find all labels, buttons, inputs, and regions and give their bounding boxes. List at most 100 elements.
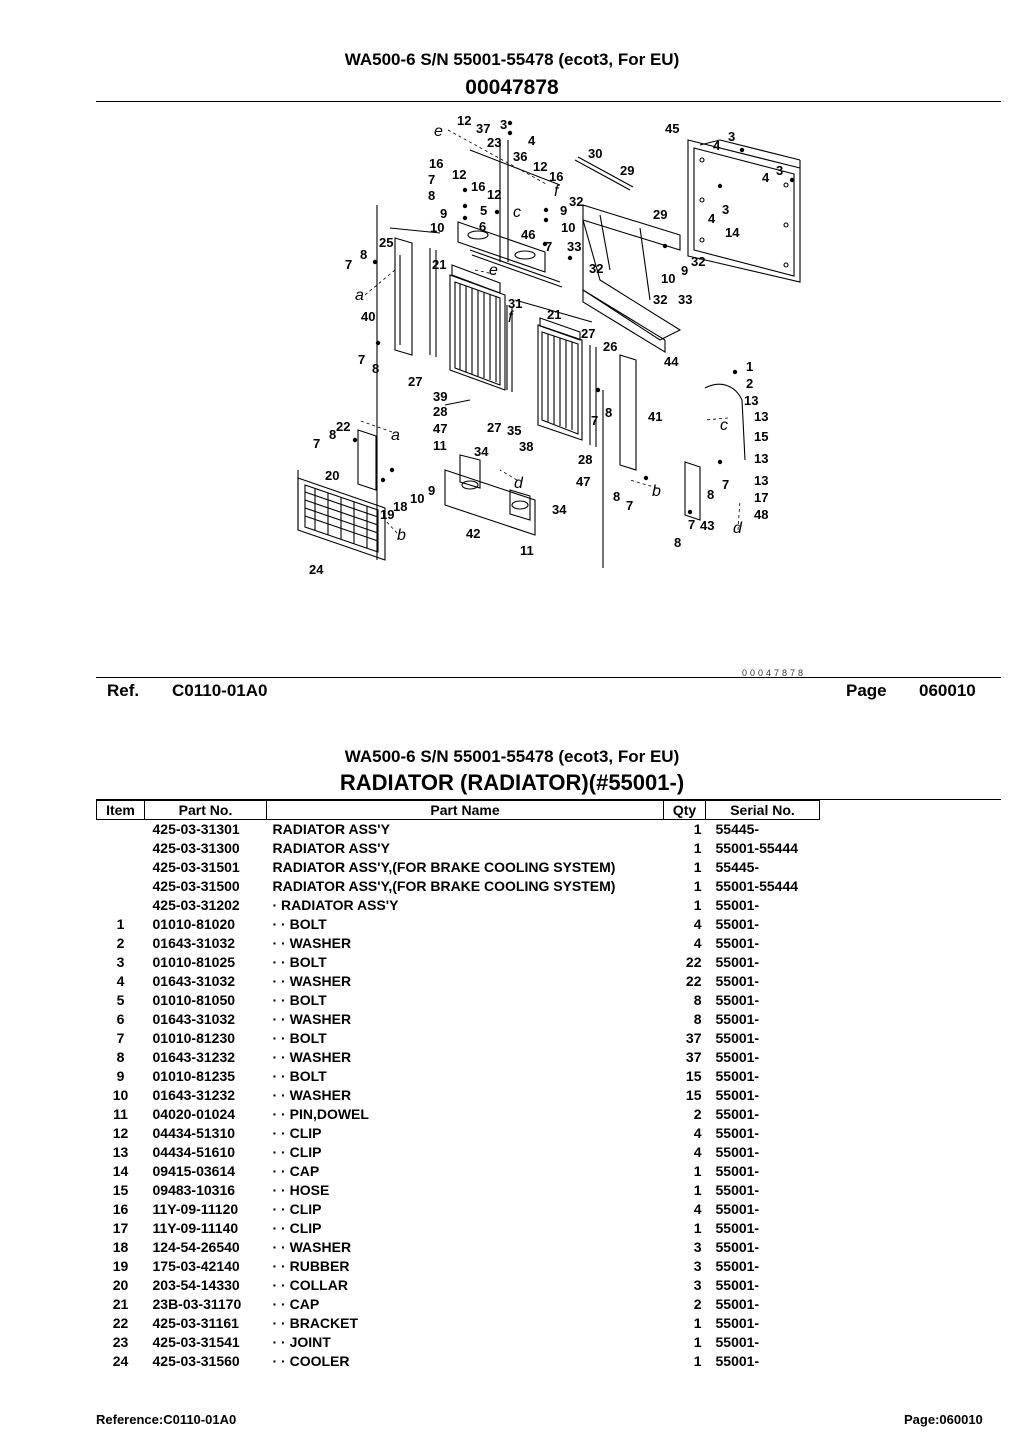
part-name-cell: · · WASHER xyxy=(272,973,352,989)
callout-number: 11 xyxy=(520,543,534,558)
part-no-cell: 425-03-31541 xyxy=(152,1334,240,1350)
connection-letter: e xyxy=(434,123,443,140)
page2-subtitle: WA500-6 S/N 55001-55478 (ecot3, For EU) xyxy=(344,747,680,766)
qty-cell: 4 xyxy=(693,1125,702,1141)
callout-number: 18 xyxy=(393,499,407,514)
callout-number: 26 xyxy=(603,339,617,354)
callout-number: 34 xyxy=(474,444,489,459)
bracket-43 xyxy=(684,461,701,521)
callout-number: 29 xyxy=(620,163,634,178)
table-top-rule xyxy=(96,799,1001,800)
exploded-parts-diagram: 1237323436163012167121629128329591064610… xyxy=(297,113,801,577)
item-cell xyxy=(97,877,145,896)
page-value: 060010 xyxy=(919,681,976,700)
serial-no-cell: 55001- xyxy=(715,1125,760,1141)
callout-number: 13 xyxy=(754,473,768,488)
part-name-cell: · · WASHER xyxy=(272,1239,352,1255)
item-cell: 23 xyxy=(112,1334,129,1350)
left-bracket xyxy=(376,205,413,560)
connection-letter: f xyxy=(508,309,514,326)
qty-cell: 1 xyxy=(693,1182,702,1198)
connection-letter: c xyxy=(513,204,521,221)
connection-letter: b xyxy=(397,527,406,544)
callout-number: 3 xyxy=(500,117,507,132)
part-no-cell: 425-03-31560 xyxy=(152,1353,240,1369)
part-name-cell: · · PIN,DOWEL xyxy=(272,1106,369,1122)
callout-number: 13 xyxy=(754,409,768,424)
serial-no-cell: 55001- xyxy=(715,1144,760,1160)
callout-number: 4 xyxy=(708,211,716,226)
qty-cell: 4 xyxy=(693,916,702,932)
part-no-cell: 01010-81020 xyxy=(152,916,236,932)
item-cell: 10 xyxy=(112,1087,129,1103)
serial-no-cell: 55001- xyxy=(715,897,760,913)
callout-number: 13 xyxy=(744,393,758,408)
callout-number: 10 xyxy=(661,271,675,286)
part-no-cell: 425-03-31300 xyxy=(152,840,240,856)
radiator-core-main xyxy=(429,248,513,392)
callout-number: 27 xyxy=(487,420,501,435)
item-cell: 6 xyxy=(116,1011,125,1027)
item-cell: 4 xyxy=(116,973,125,989)
part-name-cell: · · CLIP xyxy=(272,1125,322,1141)
part-no-cell: 23B-03-31170 xyxy=(152,1296,242,1312)
right-bracket xyxy=(602,354,637,568)
serial-no-cell: 55001- xyxy=(715,1106,760,1122)
callout-number: 21 xyxy=(432,257,446,272)
part-no-cell: 425-03-31301 xyxy=(152,821,240,837)
qty-cell: 1 xyxy=(693,878,702,894)
callout-number: 9 xyxy=(428,483,435,498)
callout-number: 38 xyxy=(519,439,533,454)
serial-no-cell: 55001- xyxy=(715,1239,760,1255)
item-cell xyxy=(97,858,145,877)
callout-number: 8 xyxy=(605,405,612,420)
item-cell xyxy=(97,896,145,915)
page1-subtitle: WA500-6 S/N 55001-55478 (ecot3, For EU) xyxy=(344,50,680,69)
callout-number: 7 xyxy=(313,436,320,451)
connection-letter: a xyxy=(355,287,364,304)
part-name-cell: · · BOLT xyxy=(272,1068,327,1084)
callout-number: 11 xyxy=(433,438,447,453)
serial-no-cell: 55001- xyxy=(715,1011,760,1027)
callout-number: 35 xyxy=(507,423,521,438)
serial-no-cell: 55001- xyxy=(715,1201,760,1217)
callout-number: 14 xyxy=(725,225,740,240)
connection-letter: d xyxy=(733,520,743,537)
callout-number: 45 xyxy=(665,121,679,136)
footer-reference: Reference:C0110-01A0 xyxy=(96,1412,237,1427)
item-cell xyxy=(97,820,145,840)
radiator-core-brake xyxy=(537,317,597,447)
qty-cell: 37 xyxy=(685,1049,702,1065)
serial-no-cell: 55001- xyxy=(715,954,760,970)
callout-number: 7 xyxy=(358,352,365,367)
callout-number: 10 xyxy=(410,491,424,506)
qty-cell: 1 xyxy=(693,1315,702,1331)
col-part-name-header: Part Name xyxy=(266,800,664,820)
bracket-22 xyxy=(357,429,377,491)
serial-no-cell: 55001- xyxy=(715,1068,760,1084)
serial-no-cell: 55001- xyxy=(715,1296,760,1312)
callout-number: 10 xyxy=(430,220,444,235)
callout-number: 7 xyxy=(345,257,352,272)
callout-number: 29 xyxy=(653,207,667,222)
qty-cell: 4 xyxy=(693,1201,702,1217)
item-cell: 16 xyxy=(112,1201,129,1217)
part-no-cell: 11Y-09-11140 xyxy=(152,1220,239,1236)
item-cell: 18 xyxy=(112,1239,129,1255)
callout-number: 20 xyxy=(325,468,339,483)
callout-number: 27 xyxy=(581,326,595,341)
callout-number: 8 xyxy=(372,361,379,376)
item-cell: 21 xyxy=(112,1296,129,1312)
callout-number: 25 xyxy=(379,235,393,250)
qty-cell: 4 xyxy=(693,935,702,951)
